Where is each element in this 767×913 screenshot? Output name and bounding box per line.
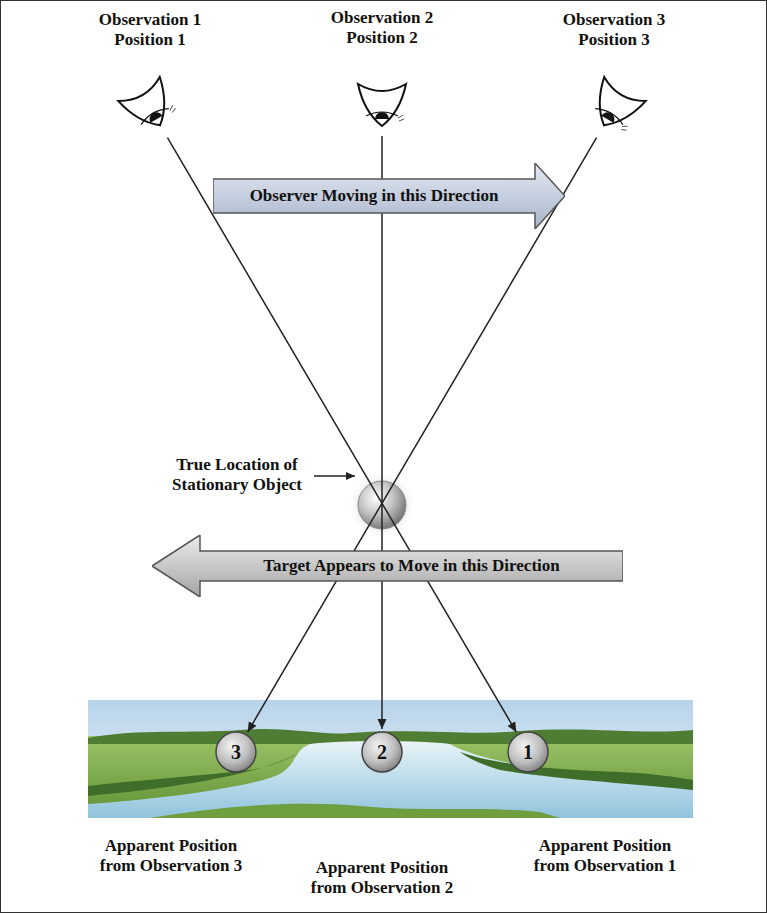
- arrow-text: Observer Moving in this Direction: [250, 186, 499, 206]
- sight-line: [167, 138, 516, 732]
- arrow-shape: [152, 535, 623, 597]
- leader-arrow: [314, 475, 355, 477]
- observation-label: Observation 2 Position 2: [317, 8, 447, 48]
- position-marker: 3: [215, 731, 257, 773]
- eye-outline: [352, 78, 412, 134]
- eye-group: [358, 84, 406, 126]
- eye-group: [118, 77, 181, 137]
- sight-line: [248, 138, 597, 732]
- sight-line: [381, 136, 383, 729]
- observer-eye: Observation 2 Position 2: [352, 78, 412, 134]
- apparent-position-label: Apparent Position from Observation 2: [298, 858, 466, 898]
- observation-label: Observation 1 Position 1: [85, 10, 215, 50]
- position-marker: 2: [361, 731, 403, 773]
- position-marker: 1: [507, 731, 549, 773]
- marker-circle: [216, 732, 256, 772]
- object-label: True Location of Stationary Object: [163, 455, 311, 495]
- eye-pupil: [147, 110, 163, 123]
- eye-shape: [358, 84, 406, 126]
- eye-pupil: [601, 110, 617, 123]
- block-arrow: Observer Moving in this Direction: [213, 163, 565, 229]
- observation-label: Observation 3 Position 3: [549, 10, 679, 50]
- marker-circle: [508, 732, 548, 772]
- arrow-shape: [213, 163, 565, 229]
- eye-shape: [583, 77, 646, 137]
- callout-number: 2: [361, 731, 403, 773]
- apparent-position-label: Apparent Position from Observation 3: [87, 836, 255, 876]
- eye-lash: [620, 124, 628, 132]
- eye-outline: [584, 80, 644, 136]
- marker-circle: [362, 732, 402, 772]
- eye-lash: [168, 105, 176, 113]
- landscape-picture: [88, 700, 693, 818]
- eye-pupil: [375, 112, 389, 119]
- observer-eye: Observation 1 Position 1: [120, 80, 180, 136]
- eye-group: [583, 77, 646, 137]
- observer-eye: Observation 3 Position 3: [584, 80, 644, 136]
- eye-outline: [120, 80, 180, 136]
- eye-shape: [118, 77, 181, 137]
- eye-lash: [398, 115, 404, 121]
- callout-number: 3: [215, 731, 257, 773]
- callout-number: 1: [507, 731, 549, 773]
- eye-lid: [595, 105, 625, 124]
- eye-lid: [139, 105, 169, 124]
- apparent-position-label: Apparent Position from Observation 1: [521, 836, 689, 876]
- arrow-text: Target Appears to Move in this Direction: [263, 556, 560, 576]
- block-arrow: Target Appears to Move in this Direction: [152, 535, 623, 597]
